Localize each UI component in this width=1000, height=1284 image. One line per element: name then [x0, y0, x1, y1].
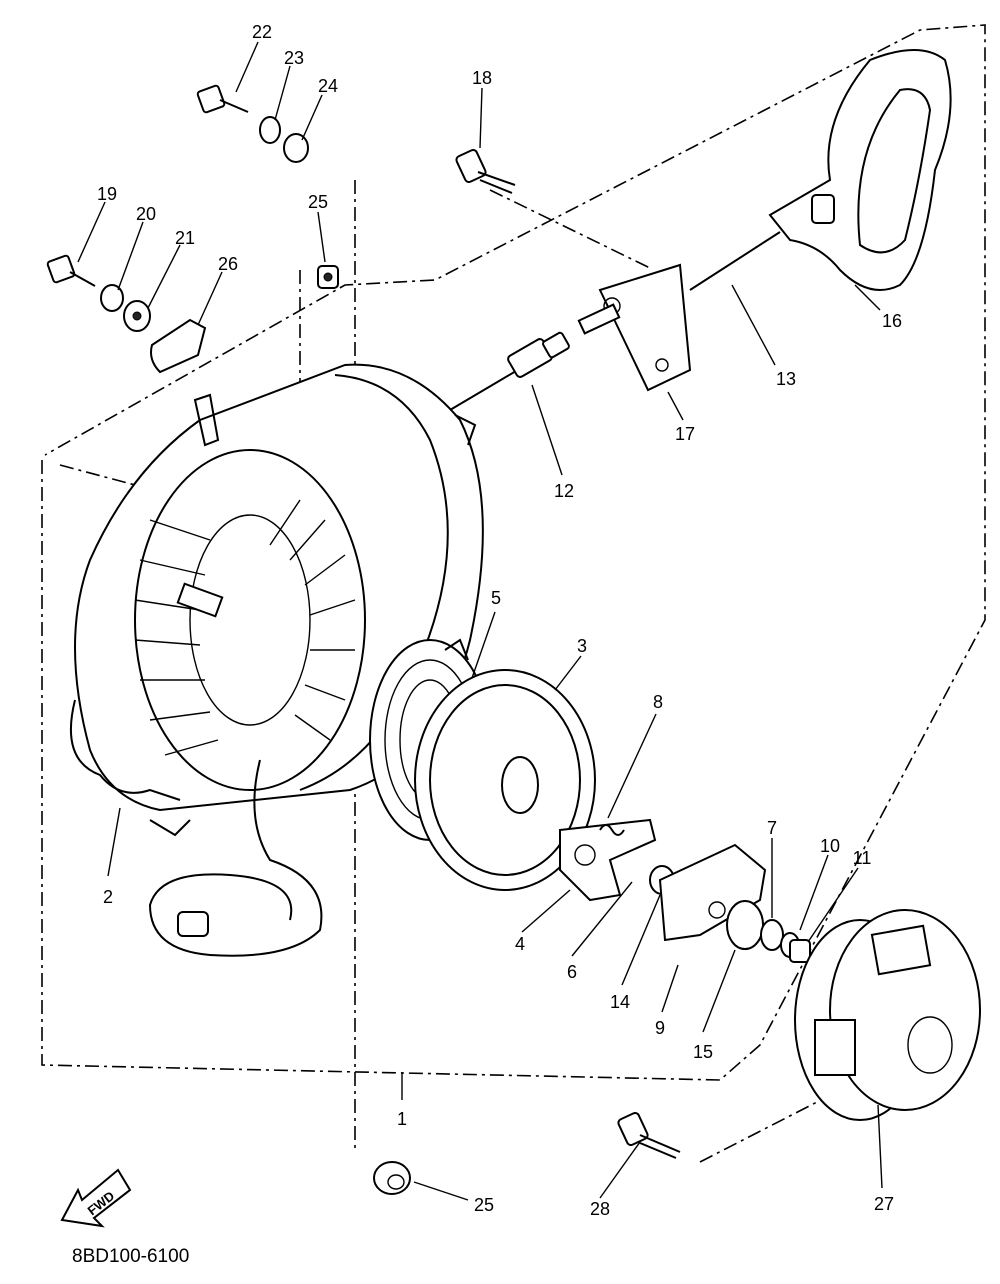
label-part-18: 18: [472, 68, 492, 88]
starter-rope-loop: [148, 759, 323, 957]
fastener-group-top-left: [46, 84, 339, 332]
label-part-2: 2: [103, 887, 113, 907]
label-part-16: 16: [882, 311, 902, 331]
washer-part-7: [760, 919, 784, 951]
label-part-3: 3: [577, 636, 587, 656]
rope-handle-knot: [177, 911, 209, 937]
label-part-19: 19: [97, 184, 117, 204]
label-part-6: 6: [567, 962, 577, 982]
bolt-part-18: [455, 148, 516, 194]
leader-lines: [77, 41, 883, 1201]
label-part-11: 11: [853, 848, 872, 868]
starter-handle-part-16: [768, 49, 952, 291]
label-part-20: 20: [136, 204, 156, 224]
friction-plate-part-9: [658, 843, 767, 942]
diagram-code: 8BD100-6100: [72, 1246, 189, 1267]
bolt-part-28: [617, 1111, 681, 1159]
pawl-part-4: [559, 818, 657, 902]
label-part-10: 10: [820, 836, 840, 856]
label-part-5: 5: [491, 588, 501, 608]
label-part-23: 23: [284, 48, 304, 68]
spring-part-8: [599, 824, 625, 836]
fwd-arrow: FWD: [60, 1168, 132, 1228]
cable-part-12: [449, 331, 570, 411]
leader-dashed-bolt: [354, 189, 861, 1163]
label-part-24: 24: [318, 76, 338, 96]
cable-part-13: [689, 231, 781, 291]
label-part-12: 12: [554, 481, 574, 501]
washer-part-15: [726, 900, 764, 950]
plate-part-26: [150, 318, 207, 374]
label-part-22: 22: [252, 22, 272, 42]
label-part-9: 9: [655, 1018, 665, 1038]
label-part-14: 14: [610, 992, 630, 1012]
assembly-boundary-dashed: [41, 24, 986, 1081]
label-part-13: 13: [776, 369, 796, 389]
bracket-part-17: [577, 263, 692, 392]
label-part-25-lower: 25: [474, 1195, 494, 1215]
label-part-8: 8: [653, 692, 663, 712]
label-part-7: 7: [767, 818, 777, 838]
nut-part-11: [789, 939, 811, 963]
nut-part-25-lower: [373, 1161, 411, 1195]
label-part-26: 26: [218, 254, 238, 274]
label-part-4: 4: [515, 934, 525, 954]
label-part-25-upper: 25: [308, 192, 328, 212]
label-part-21: 21: [175, 228, 195, 248]
label-part-15: 15: [693, 1042, 713, 1062]
part-labels: 1 2 3 4 5 6 7 8 9 10 11 12 13 14 15 16 1…: [97, 22, 902, 1219]
drive-plate-part-27: [794, 909, 981, 1121]
label-part-27: 27: [874, 1194, 894, 1214]
label-part-28: 28: [590, 1199, 610, 1219]
label-part-1: 1: [397, 1109, 407, 1129]
reel-part-3: [369, 638, 596, 891]
label-part-17: 17: [675, 424, 695, 444]
